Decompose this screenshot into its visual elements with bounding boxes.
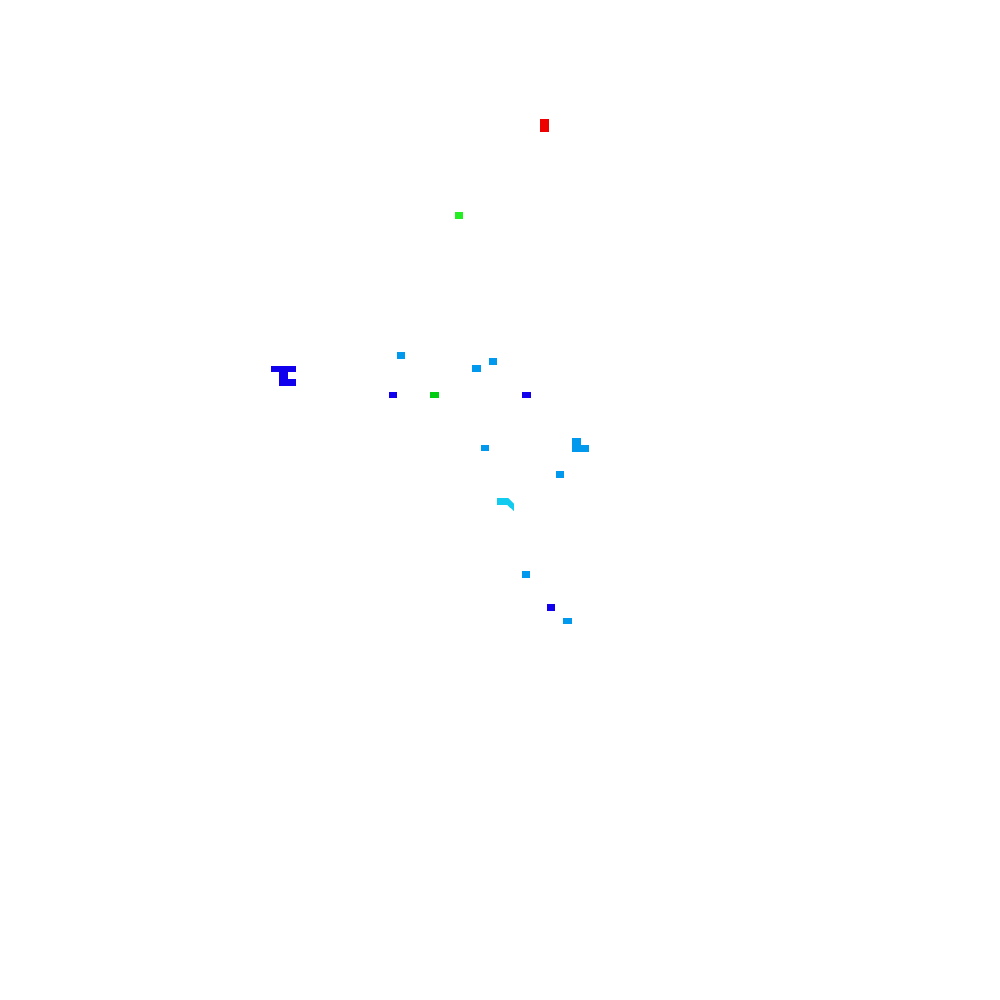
light-blue-l-shape-mark <box>572 438 589 452</box>
blue-t-shape-mark <box>271 366 296 386</box>
light-blue-mark-1 <box>397 352 405 359</box>
light-blue-mark-3 <box>472 365 481 372</box>
blue-mark-3 <box>547 604 555 611</box>
light-blue-mark-4 <box>481 445 489 451</box>
light-blue-mark-5 <box>556 471 564 478</box>
green-mark <box>430 392 439 398</box>
red-mark <box>540 119 549 132</box>
light-blue-mark-2 <box>489 358 497 365</box>
bright-green-mark <box>455 212 463 219</box>
cyan-hook-mark <box>497 498 514 511</box>
light-blue-mark-6 <box>522 571 530 578</box>
blue-mark-1 <box>389 392 397 398</box>
blue-mark-2 <box>522 392 531 398</box>
light-blue-mark-7 <box>563 618 572 624</box>
